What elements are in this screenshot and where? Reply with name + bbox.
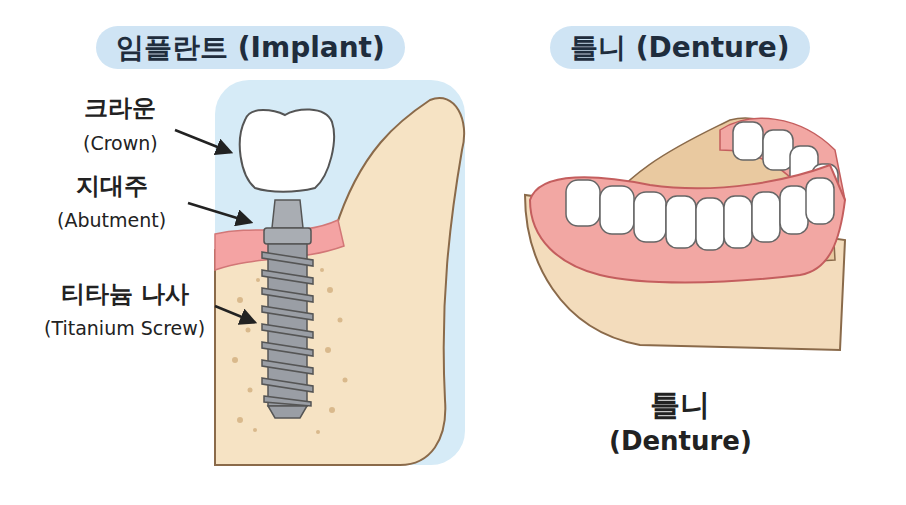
part-name-english: (Abutment) bbox=[57, 209, 166, 232]
heading-text: 임플란트 (Implant) bbox=[116, 30, 385, 65]
label-holder: 지대주 bbox=[76, 172, 148, 201]
label-holder: 티타늄 나사 bbox=[61, 280, 189, 309]
part-name-english: (Crown) bbox=[83, 132, 158, 155]
abutment bbox=[264, 200, 311, 244]
heading-text: 틀니 (Denture) bbox=[570, 30, 790, 65]
part-name-english: (Titanium Screw) bbox=[44, 317, 205, 340]
jaw-bone bbox=[215, 98, 464, 465]
crown bbox=[240, 109, 334, 191]
part-name: 지대주 bbox=[76, 172, 148, 201]
background-panel bbox=[215, 80, 465, 465]
heading-pill: 임플란트 (Implant) bbox=[96, 26, 405, 69]
heading-pill: 틀니 (Denture) bbox=[550, 26, 810, 69]
part-name: (Denture) bbox=[609, 426, 752, 457]
titanium-screw bbox=[262, 244, 313, 418]
label-holder: (Denture) bbox=[609, 426, 752, 457]
part-name: 크라운 bbox=[84, 94, 156, 123]
label-holder: 틀니 bbox=[650, 387, 710, 423]
label-holder: 크라운 bbox=[84, 94, 156, 123]
label-holder: (Abutment) bbox=[57, 209, 166, 232]
front-teeth bbox=[566, 178, 834, 250]
label-holder: (Titanium Screw) bbox=[44, 317, 205, 340]
part-name: 틀니 bbox=[650, 387, 710, 423]
label-holder: (Crown) bbox=[83, 132, 158, 155]
bone-texture bbox=[232, 268, 348, 434]
part-name: 티타늄 나사 bbox=[61, 280, 189, 309]
denture-base bbox=[530, 165, 845, 283]
